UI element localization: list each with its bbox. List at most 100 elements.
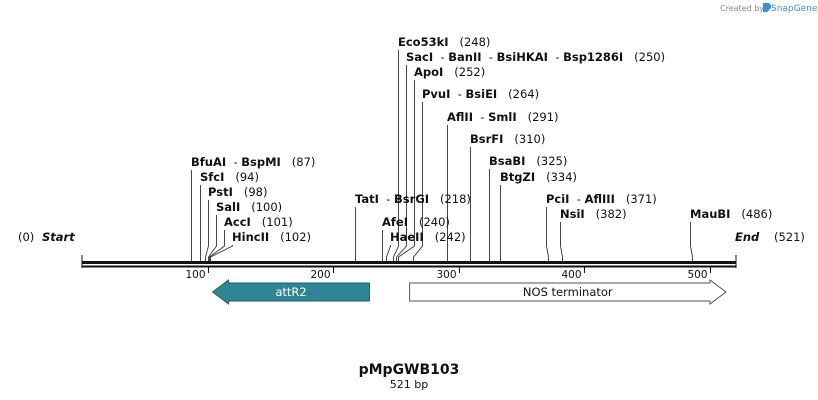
enzyme-position: (94): [224, 170, 259, 184]
enzyme-position: (264): [497, 87, 539, 101]
enzyme-leader-line: [393, 50, 399, 261]
bp-axis: 100 200 300 400 500: [185, 267, 711, 281]
snapgene-logo-icon: [763, 3, 771, 12]
enzyme-leader-line: [210, 245, 233, 261]
enzyme-leader-line: [208, 215, 217, 261]
enzyme-name: Bsp1286I: [563, 50, 623, 64]
enzyme-leader-line: [560, 222, 563, 261]
enzyme-site-label: PvuI - BsiEI (264): [422, 87, 539, 101]
enzyme-site-label: HaeII (242): [390, 230, 466, 244]
end-label: End: [735, 230, 760, 244]
enzyme-position: (252): [443, 65, 485, 79]
enzyme-name: SalI: [216, 200, 240, 214]
restriction-sites: Eco53kI (248)SacI - BanII - BsiHKAI - Bs…: [191, 35, 772, 244]
enzyme-position: (87): [281, 155, 316, 169]
enzyme-name: BsrFI: [470, 132, 503, 146]
enzyme-site-label: BfuAI - BspMI (87): [191, 155, 315, 169]
enzyme-leader-line: [396, 65, 407, 261]
start-end-labels: (0) Start End (521): [18, 230, 805, 244]
enzyme-name: BsiEI: [466, 87, 498, 101]
enzyme-name: NsiI: [560, 207, 585, 221]
axis-tick-label: 400: [561, 269, 581, 281]
enzyme-name: BfuAI: [191, 155, 226, 169]
enzyme-leader-line: [690, 222, 693, 261]
enzyme-position: (218): [429, 192, 471, 206]
enzyme-position: (371): [615, 192, 657, 206]
enzyme-site-label: AflII - SmlI (291): [447, 110, 559, 124]
enzyme-site-label: PstI (98): [208, 185, 267, 199]
credit-brand: SnapGene: [771, 4, 818, 14]
enzyme-position: (382): [585, 207, 627, 221]
enzyme-name: MauBI: [690, 207, 730, 221]
start-pos-label: (0): [18, 230, 34, 244]
enzyme-site-label: MauBI (486): [690, 207, 772, 221]
features: attR2 NOS terminator: [211, 279, 727, 305]
enzyme-position: (100): [240, 200, 282, 214]
snapgene-credit: Created by SnapGene: [720, 3, 818, 14]
enzyme-site-label: Eco53kI (248): [398, 35, 490, 49]
feature-label: NOS terminator: [523, 285, 613, 299]
enzyme-site-label: NsiI (382): [560, 207, 627, 221]
enzyme-name: PciI: [546, 192, 569, 206]
enzyme-name: HaeII: [390, 230, 424, 244]
enzyme-site-label: AfeI (240): [382, 215, 450, 229]
enzyme-name: BtgZI: [500, 170, 535, 184]
enzyme-position: (334): [535, 170, 577, 184]
axis-tick-label: 100: [185, 269, 205, 281]
enzyme-name: ApoI: [414, 65, 443, 79]
enzyme-position: (248): [449, 35, 491, 49]
enzyme-leader-lines: [191, 50, 693, 261]
enzyme-name: SfcI: [200, 170, 224, 184]
plasmid-name: pMpGWB103: [359, 362, 460, 378]
enzyme-position: (486): [730, 207, 772, 221]
enzyme-position: (310): [503, 132, 545, 146]
enzyme-position: (101): [251, 215, 293, 229]
enzyme-leader-line: [205, 200, 209, 261]
enzyme-name: BsrGI: [394, 192, 429, 206]
enzyme-name: SmlI: [488, 110, 517, 124]
end-pos-label: (521): [774, 230, 805, 244]
enzyme-name: BanII: [448, 50, 481, 64]
feature-label: attR2: [275, 285, 306, 299]
enzyme-name: AfeI: [382, 215, 408, 229]
dna-backbone: [81, 255, 737, 268]
credit-prefix: Created by: [720, 4, 764, 13]
enzyme-position: (250): [623, 50, 665, 64]
start-label: Start: [42, 230, 75, 244]
enzyme-site-label: SalI (100): [216, 200, 282, 214]
enzyme-site-label: AccI (101): [224, 215, 293, 229]
enzyme-leader-line: [413, 102, 423, 261]
enzyme-name: AflIII: [585, 192, 615, 206]
enzyme-position: (291): [517, 110, 559, 124]
enzyme-position: (242): [424, 230, 466, 244]
enzyme-site-label: TatI - BsrGI (218): [355, 192, 471, 206]
enzyme-name: PstI: [208, 185, 233, 199]
enzyme-name: BspMI: [241, 155, 281, 169]
enzyme-site-label: SfcI (94): [200, 170, 259, 184]
axis-tick-label: 300: [436, 269, 456, 281]
enzyme-leader-line: [386, 245, 391, 261]
enzyme-name: TatI: [355, 192, 379, 206]
enzyme-site-label: BsrFI (310): [470, 132, 545, 146]
plasmid-length: 521 bp: [390, 378, 428, 391]
feature-arrow[interactable]: [211, 279, 370, 305]
enzyme-position: (98): [233, 185, 268, 199]
axis-tick-label: 500: [687, 269, 707, 281]
axis-tick-label: 200: [310, 269, 330, 281]
enzyme-name: SacI: [406, 50, 433, 64]
enzyme-name: PvuI: [422, 87, 450, 101]
enzyme-position: (240): [408, 215, 450, 229]
enzyme-site-label: ApoI (252): [414, 65, 485, 79]
enzyme-position: (102): [269, 230, 311, 244]
enzyme-site-label: HincII (102): [232, 230, 311, 244]
enzyme-leader-line: [546, 207, 549, 261]
enzyme-name: AccI: [224, 215, 251, 229]
enzyme-leader-line: [398, 80, 415, 261]
feature-arrow[interactable]: [409, 279, 727, 305]
enzyme-name: BsiHKAI: [497, 50, 548, 64]
enzyme-name: BsaBI: [489, 154, 525, 168]
enzyme-site-label: BsaBI (325): [489, 154, 567, 168]
enzyme-site-label: SacI - BanII - BsiHKAI - Bsp1286I (250): [406, 50, 665, 64]
enzyme-site-label: PciI - AflIII (371): [546, 192, 657, 206]
